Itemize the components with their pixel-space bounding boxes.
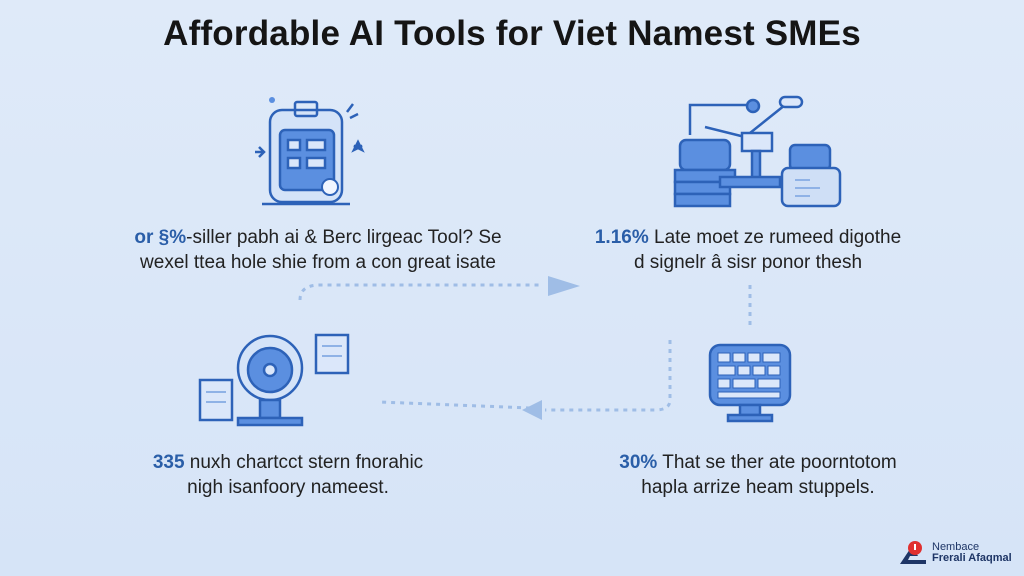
dial-gauge-icon bbox=[198, 333, 350, 427]
stat-number: 335 bbox=[152, 452, 185, 473]
connector-bottom bbox=[545, 340, 672, 412]
connector-top bbox=[298, 283, 540, 301]
logo-mark-icon bbox=[900, 541, 926, 564]
arrow-right-icon bbox=[548, 276, 580, 296]
stat-text: wexel ttea hole shie from a con great is… bbox=[140, 252, 496, 273]
page-title: Affordable AI Tools for Viet Namest SMEs bbox=[163, 14, 861, 53]
stat-block-4: 30% That se ther ate poorntotom hapla ar… bbox=[588, 450, 928, 500]
stat-text: d signelr â sisr ponor thesh bbox=[633, 252, 863, 273]
stat-text: That se ther ate poorntotom bbox=[657, 452, 897, 473]
stat-text: hapla arrize heam stuppels. bbox=[641, 477, 875, 498]
robotic-machine-icon bbox=[673, 95, 842, 208]
app-grid-device-icon bbox=[255, 97, 365, 206]
stat-block-2: 1.16% Late moet ze rumeed digothe d sign… bbox=[578, 225, 918, 275]
stat-text: nigh isanfoory nameest. bbox=[187, 477, 389, 498]
connector-bottom-left bbox=[379, 400, 531, 410]
stat-block-3: 335 nuxh chartcct stern fnorahic nigh is… bbox=[118, 450, 458, 500]
logo-line-1: Nembace bbox=[932, 541, 980, 553]
logo-line-2: Frerali Afaqmal bbox=[932, 552, 1012, 564]
stat-block-1: or §%-siller pabh ai & Berc lirgeac Tool… bbox=[118, 225, 518, 275]
stat-text: nuxh chartcct stern fnorahic bbox=[184, 452, 424, 473]
stat-number: or §% bbox=[134, 227, 187, 248]
keyboard-display-icon bbox=[708, 343, 792, 423]
arrow-left-icon bbox=[522, 400, 542, 420]
stat-number: 1.16% bbox=[594, 227, 649, 248]
brand-logo: Nembace Frerali Afaqmal bbox=[898, 540, 1012, 566]
stat-text: Late moet ze rumeed digothe bbox=[648, 227, 902, 248]
stat-number: 30% bbox=[619, 452, 658, 473]
stat-text: -siller pabh ai & Berc lirgeac Tool? Se bbox=[186, 227, 502, 248]
